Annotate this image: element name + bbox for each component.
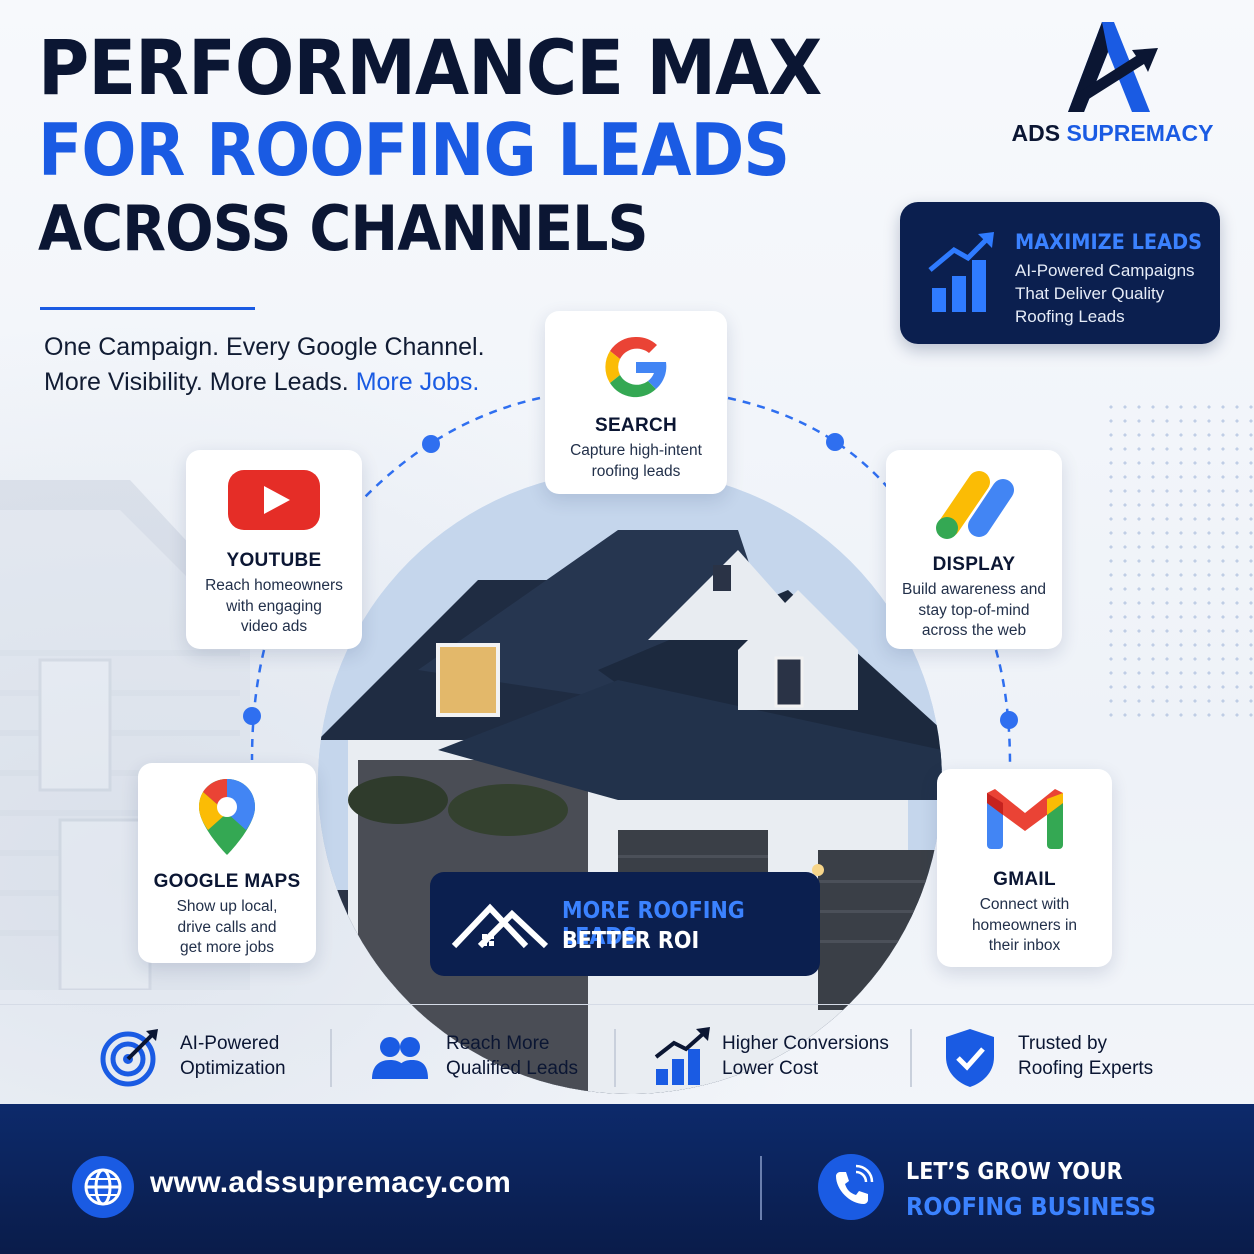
brand-logo: ADS SUPREMACY [1005,22,1220,147]
feature-text: AI-Powered Optimization [180,1033,286,1079]
google-maps-description: Show up local, drive calls and get more … [176,898,278,956]
google-display-ads-icon [936,471,1014,539]
logo-arrow-a-icon [1067,22,1158,112]
features-row: AI-Powered Optimization Reach More Quali… [0,1004,1254,1104]
tagline-line-2-text: More Visibility. More Leads. [44,368,356,396]
cta-line-1: LET’S GROW YOUR [906,1159,1123,1185]
display-label: DISPLAY [932,554,1016,575]
channel-card-google-maps: GOOGLE MAPS Show up local, drive calls a… [138,763,316,963]
feature-divider [614,1029,616,1087]
tagline-line-1: One Campaign. Every Google Channel. [44,333,485,361]
phone-icon-badge[interactable] [818,1154,884,1220]
roi-line-1: MORE ROOFING LEADS [562,898,745,950]
google-maps-pin-icon [199,779,255,855]
roi-line-2: BETTER ROI [562,928,700,954]
display-description: Build awareness and stay top-of-mind acr… [902,581,1046,639]
house-roof-icon [451,903,549,949]
search-label: SEARCH [594,415,678,436]
rising-bar-chart-icon [928,232,994,312]
channel-card-youtube: YOUTUBE Reach homeowners with engaging v… [186,450,362,649]
house-illustration [318,470,942,1094]
tagline-accent: More Jobs. [355,368,480,396]
google-g-icon [605,336,667,398]
gmail-description: Connect with homeowners in their inbox [971,896,1078,954]
phone-icon [836,1164,874,1204]
google-maps-label: GOOGLE MAPS [153,871,301,892]
tagline: One Campaign. Every Google Channel. More… [44,330,485,400]
maximize-leads-description: AI-Powered Campaigns That Deliver Qualit… [1015,261,1195,326]
target-icon [100,1029,158,1087]
channel-card-display: DISPLAY Build awareness and stay top-of-… [886,450,1062,649]
users-icon [372,1037,428,1079]
footer-bar: www.adssupremacy.com LET’S GROW YOUR ROO… [0,1104,1254,1254]
channel-card-search: SEARCH Capture high-intent roofing leads [545,311,727,494]
decorative-dot-grid [1104,400,1254,720]
feature-divider [910,1029,912,1087]
headline-underline [40,307,255,310]
gmail-icon [986,789,1063,849]
cta-line-2: ROOFING BUSINESS [906,1192,1157,1221]
youtube-play-icon [228,470,320,530]
maximize-leads-panel: MAXIMIZE LEADS AI-Powered Campaigns That… [900,202,1220,344]
tagline-line-2: More Visibility. More Leads. More Jobs. [44,365,485,400]
headline-line-2: FOR ROOFING LEADS [38,108,790,192]
globe-icon [84,1168,122,1206]
youtube-description: Reach homeowners with engaging video ads [205,577,343,635]
headline-line-3: ACROSS CHANNELS [38,192,649,265]
youtube-label: YOUTUBE [226,550,322,571]
feature-text: Reach More Qualified Leads [446,1033,579,1079]
channel-card-gmail: GMAIL Connect with homeowners in their i… [937,769,1112,967]
headline-line-1: PERFORMANCE MAX [38,23,822,112]
roi-banner: MORE ROOFING LEADS BETTER ROI [430,872,820,976]
shield-check-icon [946,1029,994,1087]
gmail-label: GMAIL [993,869,1056,890]
roofing-house-photo [318,470,942,1094]
maximize-leads-title: MAXIMIZE LEADS [1015,230,1203,254]
feature-text: Higher Conversions Lower Cost [722,1033,889,1079]
brand-name: ADS SUPREMACY [1011,120,1214,146]
headline: PERFORMANCE MAX FOR ROOFING LEADS ACROSS… [38,30,889,260]
growth-chart-icon [654,1027,710,1085]
search-description: Capture high-intent roofing leads [570,442,702,480]
feature-divider [330,1029,332,1087]
feature-text: Trusted by Roofing Experts [1018,1033,1154,1079]
footer-divider [760,1156,762,1220]
globe-icon-badge [72,1156,134,1218]
website-link[interactable]: www.adssupremacy.com [150,1166,512,1199]
